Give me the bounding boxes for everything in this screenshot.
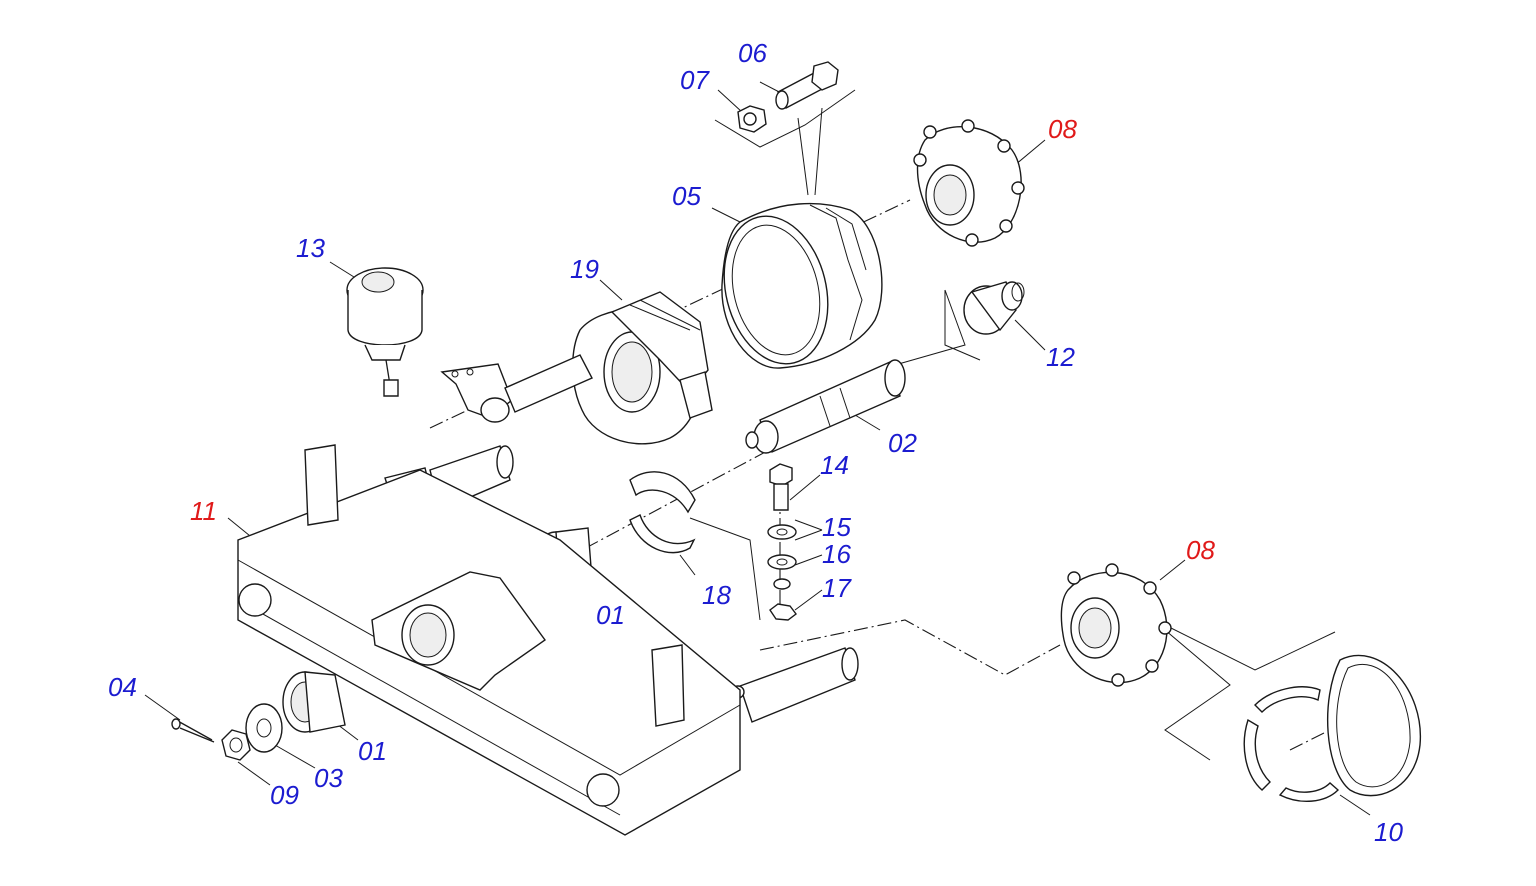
label-17: 17: [822, 573, 852, 603]
label-07: 07: [680, 65, 710, 95]
part-03-washer: [245, 703, 283, 753]
part-07-nut: [737, 105, 767, 133]
part-09-castle-nut: [221, 729, 251, 761]
label-02: 02: [888, 428, 917, 458]
label-12: 12: [1046, 342, 1075, 372]
label-11: 11: [190, 496, 217, 526]
label-05: 05: [672, 181, 701, 211]
label-08-bottom: 08: [1186, 535, 1215, 565]
camshaft-tube: [504, 354, 593, 413]
label-19: 19: [570, 254, 599, 284]
label-18: 18: [702, 580, 731, 610]
part-12-hub-cap: [963, 281, 1025, 335]
part-08-hub-bottom: [1060, 563, 1172, 687]
label-13: 13: [296, 233, 325, 263]
label-06: 06: [738, 38, 767, 68]
part-13-brake-chamber: [346, 267, 424, 397]
label-14: 14: [820, 450, 849, 480]
part-11-frame: [237, 444, 741, 836]
part-19-brake-assembly: [572, 291, 713, 445]
slack-adjuster: [440, 363, 513, 423]
label-15: 15: [822, 512, 851, 542]
part-08-hub-top: [913, 119, 1025, 247]
part-06-bolt: [775, 61, 839, 110]
part-05-brake-drum: [721, 202, 883, 369]
leader-lines: [144, 81, 1371, 816]
axle-end-lower: [731, 647, 859, 723]
callout-labels: 06 07 08 05 13 19 12 02 14 15 16 17 11 0…: [108, 38, 1403, 847]
part-04-cotter-pin: [171, 718, 215, 743]
label-01-lower: 01: [358, 736, 387, 766]
label-16: 16: [822, 539, 851, 569]
label-08-top: 08: [1048, 114, 1077, 144]
label-01-mid: 01: [596, 600, 625, 630]
part-02-spindle: [745, 359, 906, 454]
part-14-bolt: [769, 463, 793, 511]
label-03: 03: [314, 763, 343, 793]
label-10: 10: [1374, 817, 1403, 847]
label-09: 09: [270, 780, 299, 810]
part-18-clamp: [629, 471, 696, 554]
part-10-ring: [1243, 654, 1421, 803]
label-04: 04: [108, 672, 137, 702]
washers-and-nut: [767, 524, 797, 621]
part-01-bushing-lower: [282, 671, 346, 733]
